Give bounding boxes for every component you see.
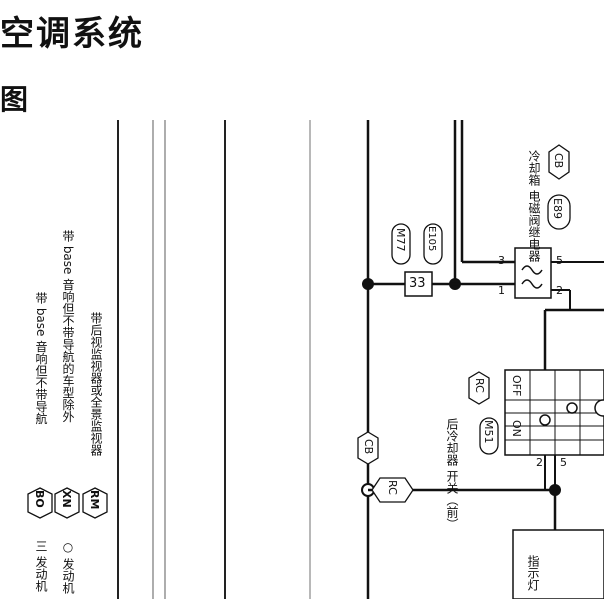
- relay-cb-label: CB: [552, 153, 565, 169]
- relay-e89-label: E89: [551, 198, 564, 219]
- connector-m77-label: M77: [394, 228, 407, 252]
- connector-e105-label: E105: [426, 226, 437, 252]
- connector-hex-rc: [371, 477, 414, 503]
- legend-marker-xn: [54, 487, 80, 519]
- pin-label: 2: [536, 456, 543, 469]
- switch-m51-label: M51: [482, 420, 495, 444]
- legend-text: 带 base 音响但不带导航的车型除外: [61, 230, 75, 423]
- connector-m77: [391, 223, 411, 265]
- relay-name-label: 冷却箱 电磁阀继电器: [527, 150, 541, 262]
- legend-text: 带 base 音响但不带导航: [34, 292, 48, 425]
- legend-marker-rm: [82, 487, 108, 519]
- connector-m51: [479, 417, 499, 455]
- connector-hex-cb-top: [548, 144, 570, 180]
- legend-code: BO: [33, 490, 46, 508]
- pin-label: 3: [498, 254, 505, 267]
- connector-e89: [547, 194, 571, 230]
- bus-cb-label: CB: [362, 439, 375, 455]
- switch-contact: [566, 402, 578, 414]
- box-33-label: 33: [409, 276, 426, 291]
- section-subtitle: 图: [0, 83, 29, 116]
- switch-on-label: ON: [510, 420, 523, 437]
- connector-box-33: [404, 271, 433, 297]
- pin-label: 5: [560, 456, 567, 469]
- switch-name-label: 后冷却器 开关（前）: [445, 418, 459, 530]
- relay-body: [514, 247, 552, 299]
- legend-text: 带后视监视器或全景监视器: [89, 312, 103, 456]
- relay-coil: [521, 265, 543, 275]
- legend-code: RM: [88, 490, 101, 510]
- switch-rc-label: RC: [473, 378, 486, 393]
- legend-code: XN: [60, 490, 73, 508]
- switch-off-label: OFF: [510, 375, 523, 397]
- page-title: 空调系统: [0, 14, 144, 54]
- engine-label-a: 三 发动机: [34, 540, 48, 592]
- indicator-box: [512, 529, 604, 599]
- switch-contact: [539, 414, 551, 426]
- pin-label: 1: [498, 284, 505, 297]
- connector-e105: [423, 223, 443, 265]
- pin-label: 2: [556, 284, 563, 297]
- bus-rc-label: RC: [386, 480, 399, 495]
- legend-marker-bo: [27, 487, 53, 519]
- indicator-label: 指示灯: [526, 555, 540, 591]
- engine-label-b: ○ 发动机: [61, 540, 75, 594]
- switch-lamp: [594, 399, 604, 417]
- connector-hex-rc-switch: [468, 371, 490, 405]
- pin-label: 5: [556, 254, 563, 267]
- connector-hex-cb: [357, 431, 379, 465]
